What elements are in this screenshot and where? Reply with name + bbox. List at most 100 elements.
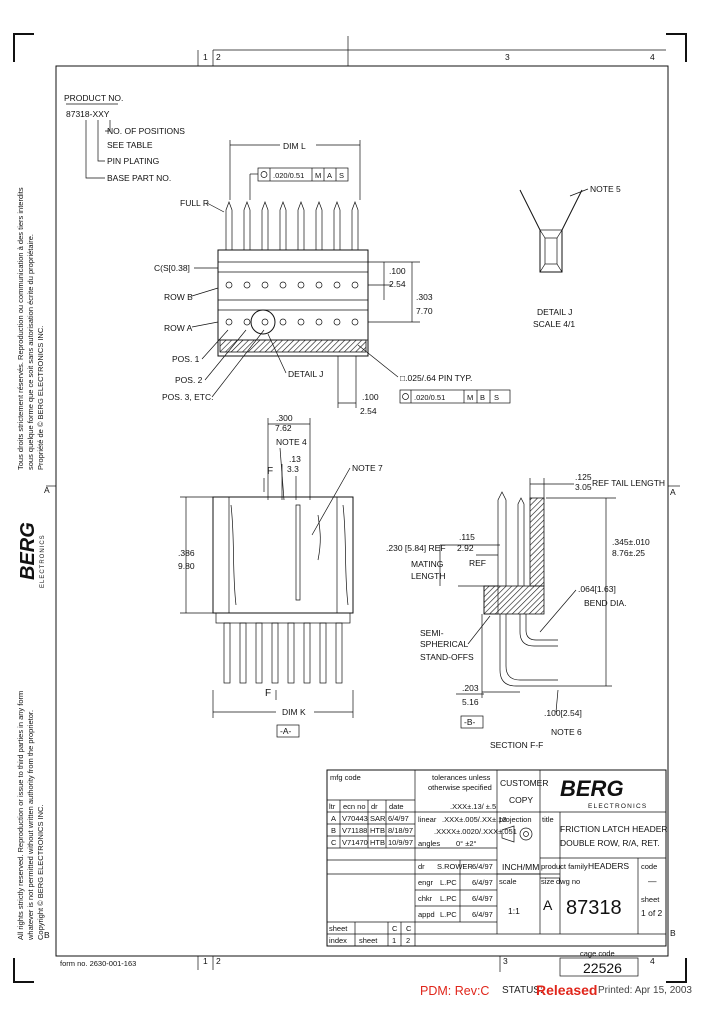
status-value: Released	[536, 982, 598, 998]
svg-text:index: index	[329, 936, 347, 945]
svg-text:V71470: V71470	[342, 838, 368, 847]
svg-text:dr: dr	[418, 862, 425, 871]
svg-text:SEE TABLE: SEE TABLE	[107, 140, 153, 150]
svg-text:dwg no: dwg no	[556, 877, 580, 886]
svg-text:mfg code: mfg code	[330, 773, 361, 782]
svg-text:linear: linear	[418, 815, 437, 824]
svg-text:4: 4	[650, 52, 655, 62]
svg-text:chkr: chkr	[418, 894, 433, 903]
svg-text:BERG: BERG	[17, 522, 39, 580]
svg-text:NOTE 6: NOTE 6	[551, 727, 582, 737]
svg-text:.230 [5.84] REF: .230 [5.84] REF	[386, 543, 446, 553]
svg-text:M: M	[467, 393, 473, 402]
svg-text:cage code: cage code	[580, 949, 615, 958]
svg-text:angles: angles	[418, 839, 440, 848]
svg-text:ecn no: ecn no	[343, 802, 366, 811]
svg-text:sheet: sheet	[641, 895, 660, 904]
projection-symbol	[501, 825, 533, 843]
svg-text:87318: 87318	[566, 897, 622, 919]
top-view: DIM L .020/0.51 M A S FULL R	[154, 140, 511, 416]
svg-text:NOTE 7: NOTE 7	[352, 463, 383, 473]
svg-text:.303: .303	[416, 292, 433, 302]
svg-text:L.PC: L.PC	[440, 910, 457, 919]
position-tolerance-frame: .020/0.51 M A S	[249, 167, 349, 200]
svg-text:4: 4	[650, 956, 655, 966]
row-b-pins	[225, 281, 359, 289]
svg-text:6/4/97: 6/4/97	[388, 814, 409, 823]
svg-text:scale: scale	[499, 877, 517, 886]
svg-text:LENGTH: LENGTH	[411, 571, 445, 581]
side-notice-french: Tous droits strictement réservés. Reprod…	[16, 187, 45, 470]
svg-text:9.80: 9.80	[178, 561, 195, 571]
svg-text:FULL R: FULL R	[180, 198, 209, 208]
svg-text:□.025/.64 PIN TYP.: □.025/.64 PIN TYP.	[400, 373, 472, 383]
status-label: STATUS:	[502, 985, 543, 996]
svg-text:product family: product family	[541, 862, 588, 871]
svg-text:STAND-OFFS: STAND-OFFS	[420, 652, 474, 662]
svg-text:7.70: 7.70	[416, 306, 433, 316]
svg-text:SCALE 4/1: SCALE 4/1	[533, 319, 575, 329]
pin-tips	[225, 201, 359, 250]
svg-text:otherwise specified: otherwise specified	[428, 783, 492, 792]
svg-text:date: date	[389, 802, 404, 811]
svg-text:ROW A: ROW A	[164, 323, 193, 333]
svg-text:SEMI-: SEMI-	[420, 628, 444, 638]
svg-text:DOUBLE ROW, R/A, RET.: DOUBLE ROW, R/A, RET.	[560, 838, 660, 848]
svg-text:projection: projection	[499, 815, 532, 824]
svg-text:REF: REF	[469, 558, 486, 568]
svg-text:Tous droits strictement réserv: Tous droits strictement réservés. Reprod…	[16, 187, 25, 470]
svg-text:dr: dr	[371, 802, 378, 811]
svg-text:DETAIL J: DETAIL J	[288, 369, 323, 379]
svg-text:COPY: COPY	[509, 795, 533, 805]
svg-text:3.3: 3.3	[287, 464, 299, 474]
svg-text:NOTE 5: NOTE 5	[590, 184, 621, 194]
svg-text:1: 1	[392, 936, 396, 945]
svg-text:2.54: 2.54	[360, 406, 377, 416]
svg-text:A: A	[543, 897, 553, 913]
svg-text:2: 2	[216, 956, 221, 966]
svg-text:ELECTRONICS: ELECTRONICS	[588, 803, 647, 810]
svg-text:.XXX±.005/.XX±.13: .XXX±.005/.XX±.13	[442, 815, 507, 824]
pdm-status-footer: PDM: Rev:C STATUS: Released Printed: Apr…	[420, 982, 720, 1004]
svg-text:ltr: ltr	[329, 802, 336, 811]
pdm-revision: PDM: Rev:C	[420, 984, 490, 998]
svg-text:.115: .115	[459, 532, 475, 542]
svg-text:S.ROWER: S.ROWER	[437, 862, 473, 871]
svg-text:F: F	[265, 688, 271, 699]
svg-text:2: 2	[406, 936, 410, 945]
svg-text:2.54: 2.54	[389, 279, 406, 289]
svg-text:HTB: HTB	[370, 838, 385, 847]
svg-text:POS. 3, ETC.: POS. 3, ETC.	[162, 392, 214, 402]
svg-text:A: A	[331, 814, 336, 823]
svg-text:ROW B: ROW B	[164, 292, 193, 302]
section-f-f-view: .125 3.05 REF TAIL LENGTH .230 [5.84] RE…	[386, 472, 665, 750]
form-number: form no. 2630-001-163	[60, 959, 136, 968]
part-number-callout: PRODUCT NO. 87318-XXY NO. OF POSITIONS S…	[64, 93, 185, 183]
position-tolerance-frame-2: .020/0.51 M B S	[399, 389, 511, 404]
svg-text:V71188: V71188	[342, 826, 367, 835]
svg-text:.100: .100	[389, 266, 406, 276]
svg-text:sous quelque forme que ce soit: sous quelque forme que ce soit sans auto…	[26, 234, 35, 470]
svg-text:.100: .100	[362, 392, 379, 402]
svg-text:sheet: sheet	[329, 924, 348, 933]
side-notice-english: All rights strictly reserved. Reproducti…	[16, 691, 45, 941]
svg-text:ELECTRONICS: ELECTRONICS	[40, 534, 46, 588]
svg-text:0° ±2°: 0° ±2°	[456, 839, 477, 848]
svg-text:.100[2.54]: .100[2.54]	[544, 708, 582, 718]
svg-text:-B-: -B-	[464, 717, 476, 727]
svg-text:.020/0.51: .020/0.51	[273, 171, 304, 180]
svg-text:M: M	[315, 171, 321, 180]
svg-text:DIM L: DIM L	[283, 141, 306, 151]
svg-text:A: A	[670, 487, 676, 497]
svg-text:PIN PLATING: PIN PLATING	[107, 156, 159, 166]
drawing-border	[46, 36, 680, 972]
svg-text:C(S[0.38]: C(S[0.38]	[154, 263, 190, 273]
svg-text:DETAIL J: DETAIL J	[537, 307, 572, 317]
printed-date: Printed: Apr 15, 2003	[598, 985, 692, 996]
svg-text:SPHERICAL: SPHERICAL	[420, 639, 468, 649]
svg-text:-A-: -A-	[280, 726, 292, 736]
svg-text:MATING: MATING	[411, 559, 443, 569]
title-block: mfg code tolerances unless otherwise spe…	[326, 769, 668, 977]
svg-text:1 of 2: 1 of 2	[641, 908, 663, 918]
svg-text:V70443: V70443	[342, 814, 368, 823]
